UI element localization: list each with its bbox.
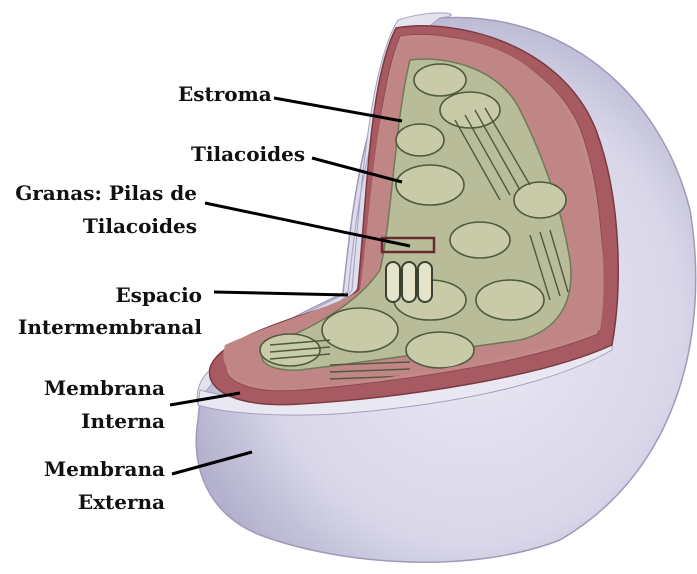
label-estroma: Estroma [178,81,272,108]
label-espacio-line1: Espacio [115,282,202,309]
label-granas-line1: Granas: Pilas de [15,180,197,207]
label-membrana-externa-line1: Membrana [44,456,165,483]
label-membrana-interna-line1: Membrana [44,375,165,402]
label-espacio-line2: Intermembranal [18,314,202,341]
label-membrana-externa-line2: Externa [78,489,165,516]
leader-line-espacio [214,292,348,295]
label-tilacoides: Tilacoides [191,141,305,168]
granum-stack [386,262,432,302]
label-granas-line2: Tilacoides [83,213,197,240]
label-membrana-interna-line2: Interna [81,408,165,435]
